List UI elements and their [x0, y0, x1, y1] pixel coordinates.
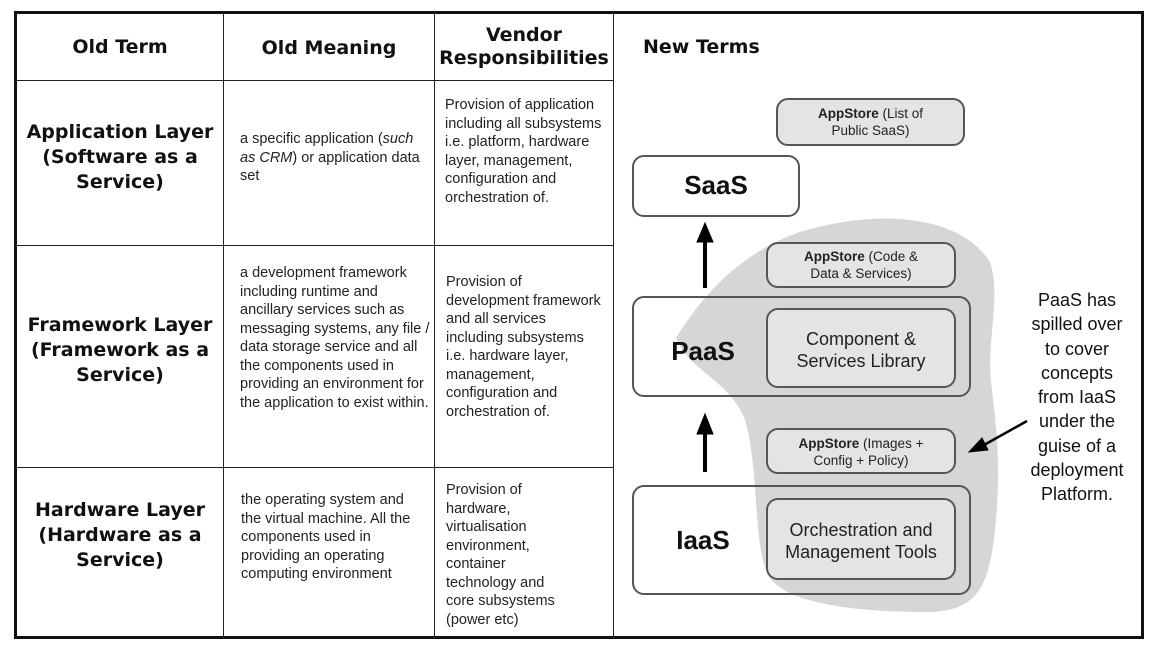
appstore-text: (Images + — [859, 436, 924, 451]
note-line: to cover — [1044, 338, 1110, 359]
appstore-iaas-label: AppStore (Images + Config + Policy) — [766, 435, 956, 469]
row-title-framework-layer: Framework Layer (Framework as a Service) — [17, 313, 223, 388]
appstore-paas-label: AppStore (Code & Data & Services) — [766, 248, 956, 282]
row-title-line: Hardware Layer — [35, 499, 205, 521]
saas-label: SaaS — [684, 170, 748, 200]
note-line: under the — [1038, 411, 1116, 432]
row-divider — [14, 245, 614, 246]
row-title-line: (Software as a — [42, 146, 198, 168]
iaas-label: IaaS — [676, 525, 730, 555]
appstore-text: Public SaaS) — [831, 123, 910, 138]
inner-label-line: Management Tools — [785, 542, 937, 562]
row-title-line: (Hardware as a — [38, 524, 202, 546]
inner-label-line: Services Library — [796, 351, 926, 371]
meaning-text: a specific application ( — [240, 131, 383, 147]
column-divider — [223, 11, 224, 639]
appstore-saas-box — [776, 98, 965, 146]
appstore-text: Data & Services) — [810, 266, 912, 281]
old-meaning-framework: a development framework including runtim… — [240, 265, 430, 411]
inner-label-line: Component & — [805, 329, 917, 349]
row-title-line: Service) — [76, 549, 164, 571]
header-vendor-responsibilities: Vendor Responsibilities — [435, 24, 613, 70]
saas-box — [632, 155, 800, 217]
row-title-line: Service) — [76, 364, 164, 386]
paas-label: PaaS — [671, 336, 735, 366]
row-title-hardware-layer: Hardware Layer (Hardware as a Service) — [17, 498, 223, 573]
appstore-paas-box — [766, 242, 956, 288]
appstore-keyword: AppStore — [803, 249, 865, 264]
header-new-terms: New Terms — [643, 36, 760, 58]
header-vendor-line1: Vendor — [485, 24, 563, 46]
vendor-hardware: Provision of hardware, virtualisation en… — [446, 482, 555, 628]
row-title-line: Service) — [76, 171, 164, 193]
note-line: deployment — [1030, 460, 1124, 481]
meaning-italic-text: such as CRM — [240, 131, 414, 166]
row-title-application-layer: Application Layer (Software as a Service… — [17, 120, 223, 195]
paas-box — [632, 296, 971, 397]
meaning-text: ) or application data set — [240, 149, 420, 185]
iaas-tools-box — [766, 498, 956, 580]
note-line: spilled over — [1031, 314, 1123, 335]
row-title-line: (Framework as a — [30, 339, 210, 361]
paas-spillover-note: PaaS has spilled over to cover concepts … — [1017, 288, 1137, 507]
note-line: Platform. — [1040, 484, 1114, 505]
appstore-text: (List of — [878, 106, 923, 121]
row-title-line: Application Layer — [26, 121, 214, 143]
column-divider — [434, 11, 435, 639]
old-meaning-hardware: the operating system and the virtual mac… — [241, 492, 411, 582]
row-divider — [14, 467, 614, 468]
row-divider — [14, 80, 614, 81]
note-line: concepts — [1040, 362, 1114, 383]
header-old-term: Old Term — [72, 36, 168, 58]
appstore-iaas-box — [766, 428, 956, 474]
note-line: guise of a — [1037, 435, 1117, 456]
appstore-text: (Code & — [864, 249, 919, 264]
appstore-saas-label: AppStore (List of Public SaaS) — [776, 105, 965, 139]
row-title-line: Framework Layer — [27, 314, 213, 336]
paas-library-box — [766, 308, 956, 388]
note-line: PaaS has — [1037, 290, 1117, 310]
header-vendor-line2: Responsibilities — [439, 47, 609, 69]
note-line: from IaaS — [1037, 387, 1117, 408]
vendor-framework: Provision of development framework and a… — [446, 274, 601, 420]
old-meaning-application: a specific application (such as CRM) or … — [240, 130, 420, 186]
paas-library-label: Component & Services Library — [766, 328, 956, 372]
iaas-tools-label: Orchestration and Management Tools — [766, 519, 956, 563]
appstore-keyword: AppStore — [798, 436, 860, 451]
appstore-text: Config + Policy) — [813, 453, 909, 468]
vendor-application: Provision of application including all s… — [445, 97, 602, 206]
iaas-box — [632, 485, 971, 595]
column-divider — [613, 11, 614, 639]
appstore-keyword: AppStore — [817, 106, 879, 121]
header-old-meaning: Old Meaning — [261, 37, 397, 59]
inner-label-line: Orchestration and — [789, 520, 933, 540]
